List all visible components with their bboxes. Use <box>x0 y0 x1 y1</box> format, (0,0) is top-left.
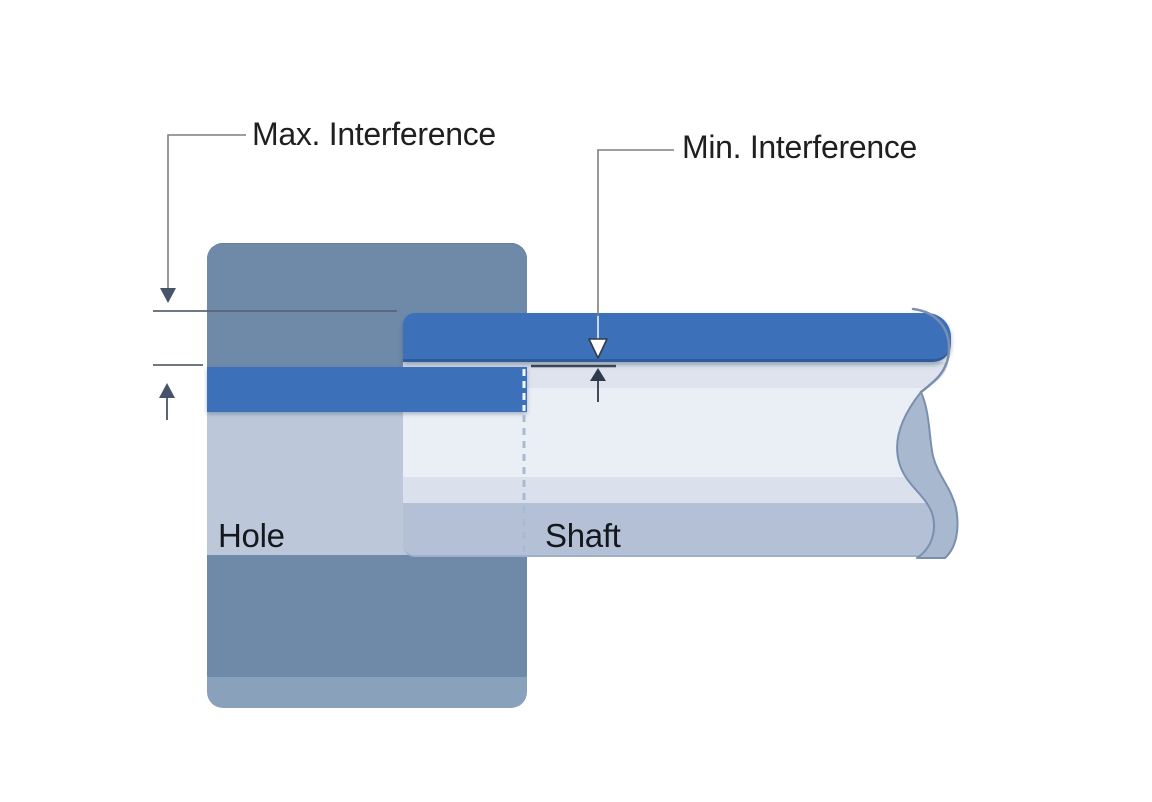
max-down-arrowhead <box>160 288 176 303</box>
hole-interference-band <box>207 367 527 412</box>
min-interference-label: Min. Interference <box>682 129 918 165</box>
min-down-arrowhead <box>588 338 608 359</box>
shaft-interference-band <box>403 313 951 362</box>
shaft-stripe-shadow <box>403 503 951 555</box>
min-leader-line <box>597 149 674 316</box>
max-interference-label: Max. Interference <box>252 116 496 152</box>
shaft-label: Shaft <box>545 517 621 554</box>
shaft-stripe-mid <box>403 477 951 503</box>
shaft-break-squiggle <box>896 307 992 560</box>
max-leader-line <box>167 134 246 290</box>
max-up-arrowhead <box>159 383 175 398</box>
hole-label: Hole <box>218 517 285 554</box>
break-curve-top <box>911 307 951 394</box>
break-mask <box>921 362 992 560</box>
break-blob <box>896 391 959 559</box>
min-up-arrowhead <box>590 368 606 381</box>
